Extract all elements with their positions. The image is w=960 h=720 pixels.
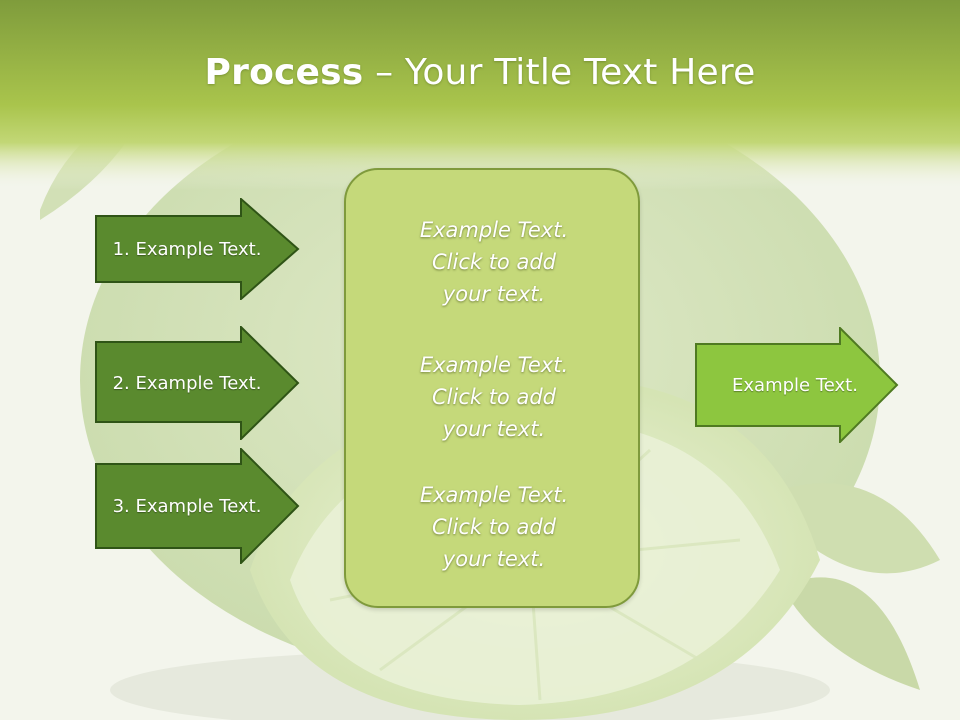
center-block-1: Example Text. Click to add your text. <box>346 214 642 310</box>
center-line: Example Text. <box>419 353 569 377</box>
step-arrow-1[interactable]: 1. Example Text. <box>95 198 300 300</box>
center-line: Example Text. <box>419 483 569 507</box>
step-label-2: 2. Example Text. <box>112 372 262 394</box>
center-line: Example Text. <box>419 218 569 242</box>
center-line: your text. <box>442 282 546 306</box>
arrow-shape <box>95 326 300 440</box>
arrow-shape <box>95 198 300 300</box>
arrow-shape <box>95 448 300 564</box>
step-arrow-2[interactable]: 2. Example Text. <box>95 326 300 440</box>
center-block-3: Example Text. Click to add your text. <box>346 479 642 575</box>
center-block-2: Example Text. Click to add your text. <box>346 349 642 445</box>
slide-title: Process – Your Title Text Here <box>0 52 960 93</box>
step-label-1: 1. Example Text. <box>112 238 262 260</box>
slide-title-rest: – Your Title Text Here <box>363 52 756 93</box>
center-text-box[interactable]: Example Text. Click to add your text. Ex… <box>344 168 640 608</box>
arrow-shape <box>695 327 899 443</box>
center-line: your text. <box>442 417 546 441</box>
result-label: Example Text. <box>732 374 858 396</box>
result-arrow[interactable]: Example Text. <box>695 327 900 443</box>
step-arrow-3[interactable]: 3. Example Text. <box>95 448 300 564</box>
center-line: Click to add <box>431 250 556 274</box>
step-label-3: 3. Example Text. <box>112 495 262 517</box>
center-line: Click to add <box>431 515 556 539</box>
slide-title-bold: Process <box>204 52 364 93</box>
center-line: your text. <box>442 547 546 571</box>
center-line: Click to add <box>431 385 556 409</box>
